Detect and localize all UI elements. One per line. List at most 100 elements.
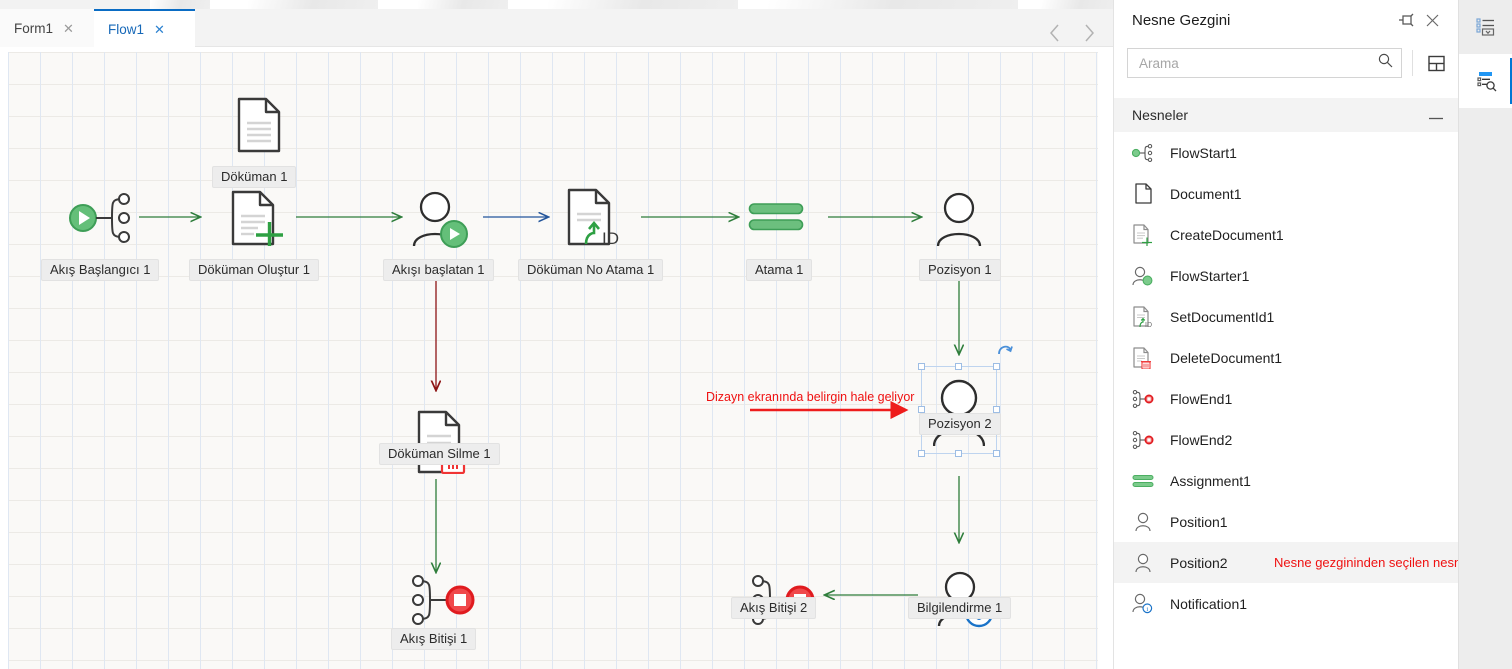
selected-annotation: Nesne gezgininden seçilen nesne xyxy=(1274,555,1459,570)
selection-handle[interactable] xyxy=(918,406,925,413)
selection-handle[interactable] xyxy=(918,450,925,457)
notification-person-icon: i xyxy=(1132,593,1154,615)
canvas-node-flowstart1[interactable] xyxy=(68,190,138,251)
object-explorer-icon[interactable] xyxy=(1459,54,1512,108)
flow-end-icon xyxy=(1132,429,1154,451)
selection-handle[interactable] xyxy=(993,363,1000,370)
panel-view-icon[interactable] xyxy=(1423,50,1449,76)
canvas-node-createdocument1[interactable] xyxy=(230,190,288,251)
list-item-setdocumentid1[interactable]: ID SetDocumentId1 xyxy=(1114,296,1459,337)
object-list[interactable]: FlowStart1 Document1 xyxy=(1114,132,1459,669)
list-item-label: Document1 xyxy=(1170,185,1242,202)
list-item-document1[interactable]: Document1 xyxy=(1114,173,1459,214)
properties-list-icon[interactable] xyxy=(1459,0,1512,54)
node-label-deletedocument1: Döküman Silme 1 xyxy=(379,443,500,465)
list-item-flowend1[interactable]: FlowEnd1 xyxy=(1114,378,1459,419)
canvas-node-flowend1[interactable] xyxy=(408,572,478,633)
selection-handle[interactable] xyxy=(955,450,962,457)
flow-starter-person-icon xyxy=(412,191,468,248)
tab-navigation xyxy=(1049,18,1095,48)
canvas-node-document1[interactable] xyxy=(236,97,282,158)
list-item-flowstarter1[interactable]: FlowStarter1 xyxy=(1114,255,1459,296)
person-icon xyxy=(1132,511,1154,533)
list-item-label: SetDocumentId1 xyxy=(1170,308,1275,325)
list-item-deletedocument1[interactable]: DeleteDocument1 xyxy=(1114,337,1459,378)
person-icon xyxy=(932,379,986,447)
flow-end-icon xyxy=(412,575,475,625)
set-document-id-icon: ID xyxy=(567,188,619,248)
list-item-label: FlowStarter1 xyxy=(1170,267,1250,284)
group-header-label: Nesneler xyxy=(1132,107,1189,123)
svg-text:ID: ID xyxy=(1145,322,1152,328)
canvas-node-setdocumentid1[interactable]: ID xyxy=(566,188,628,251)
list-item-label: Position1 xyxy=(1170,513,1228,530)
tab-flow1[interactable]: Flow1 ✕ xyxy=(94,9,195,47)
pin-icon[interactable] xyxy=(1393,7,1419,33)
create-document-icon xyxy=(1132,223,1154,246)
list-item-createdocument1[interactable]: CreateDocument1 xyxy=(1114,214,1459,255)
node-label-notification1: Bilgilendirme 1 xyxy=(908,597,1012,619)
node-label-position1: Pozisyon 1 xyxy=(919,259,1001,281)
tab-label: Form1 xyxy=(14,20,54,36)
close-icon[interactable]: ✕ xyxy=(63,20,74,36)
selection-handle[interactable] xyxy=(993,406,1000,413)
ribbon-remnant-strip xyxy=(0,0,1512,9)
list-item-label: Assignment1 xyxy=(1170,472,1251,489)
annotation-text: Dizayn ekranında belirgin hale geliyor xyxy=(706,390,915,404)
person-icon xyxy=(1132,552,1154,574)
flow-start-icon xyxy=(1132,142,1154,164)
canvas-node-assignment1[interactable] xyxy=(748,202,804,239)
node-label-setdocumentid1: Döküman No Atama 1 xyxy=(518,259,664,281)
document-tab-bar: Form1 ✕ Flow1 ✕ xyxy=(0,9,1113,47)
node-label-position2: Pozisyon 2 xyxy=(919,413,1001,435)
flow-end-icon xyxy=(1132,388,1154,410)
flow-start-icon xyxy=(69,193,130,243)
search-icon[interactable] xyxy=(1378,53,1393,73)
node-label-assignment1: Atama 1 xyxy=(746,259,813,281)
list-item-notification1[interactable]: i Notification1 xyxy=(1114,583,1459,624)
search-box[interactable] xyxy=(1127,48,1402,78)
person-icon xyxy=(936,192,982,247)
selection-handle[interactable] xyxy=(918,363,925,370)
delete-document-icon xyxy=(1132,346,1154,369)
panel-search-row xyxy=(1114,44,1459,82)
group-header-nesneler[interactable]: Nesneler xyxy=(1114,98,1459,132)
node-label-flowend1: Akış Bitişi 1 xyxy=(391,628,477,650)
canvas-node-flowstarter1[interactable] xyxy=(408,190,470,253)
node-label-document1: Döküman 1 xyxy=(212,166,297,188)
svg-text:ID: ID xyxy=(602,229,619,246)
selection-handle[interactable] xyxy=(993,450,1000,457)
document-icon xyxy=(1132,183,1154,205)
divider xyxy=(1412,50,1413,76)
assignment-icon xyxy=(1132,470,1154,492)
tab-form1[interactable]: Form1 ✕ xyxy=(0,9,94,47)
assignment-icon xyxy=(748,203,804,231)
collapse-minus-icon[interactable] xyxy=(1429,108,1443,123)
list-item-label: FlowEnd1 xyxy=(1170,390,1233,407)
node-label-flowend2: Akış Bitişi 2 xyxy=(731,597,817,619)
previous-tab-icon[interactable] xyxy=(1049,24,1060,42)
node-label-flowstart1: Akış Başlangıcı 1 xyxy=(41,259,160,281)
list-item-label: FlowEnd2 xyxy=(1170,431,1233,448)
list-item-flowstart1[interactable]: FlowStart1 xyxy=(1114,132,1459,173)
object-explorer-panel: Nesne Gezgini xyxy=(1113,0,1459,669)
search-input[interactable] xyxy=(1139,55,1378,71)
set-document-id-icon: ID xyxy=(1132,305,1154,328)
tab-label: Flow1 xyxy=(108,21,145,37)
list-item-label: Position2 xyxy=(1170,554,1228,571)
node-label-flowstarter1: Akışı başlatan 1 xyxy=(383,259,494,281)
canvas-node-position1[interactable] xyxy=(933,192,985,253)
rotate-handle[interactable] xyxy=(996,340,1014,363)
selection-handle[interactable] xyxy=(955,363,962,370)
panel-title: Nesne Gezgini xyxy=(1132,11,1231,29)
close-icon[interactable]: ✕ xyxy=(154,21,165,37)
list-item-flowend2[interactable]: FlowEnd2 xyxy=(1114,419,1459,460)
flow-canvas[interactable]: Döküman 1 Akış Başlangıcı 1 xyxy=(8,52,1098,669)
next-tab-icon[interactable] xyxy=(1084,24,1095,42)
list-item-assignment1[interactable]: Assignment1 xyxy=(1114,460,1459,501)
list-item-label: DeleteDocument1 xyxy=(1170,349,1283,366)
list-item-position2[interactable]: Position2 Nesne gezgininden seçilen nesn… xyxy=(1114,542,1459,583)
close-icon[interactable] xyxy=(1419,7,1445,33)
list-item-position1[interactable]: Position1 xyxy=(1114,501,1459,542)
